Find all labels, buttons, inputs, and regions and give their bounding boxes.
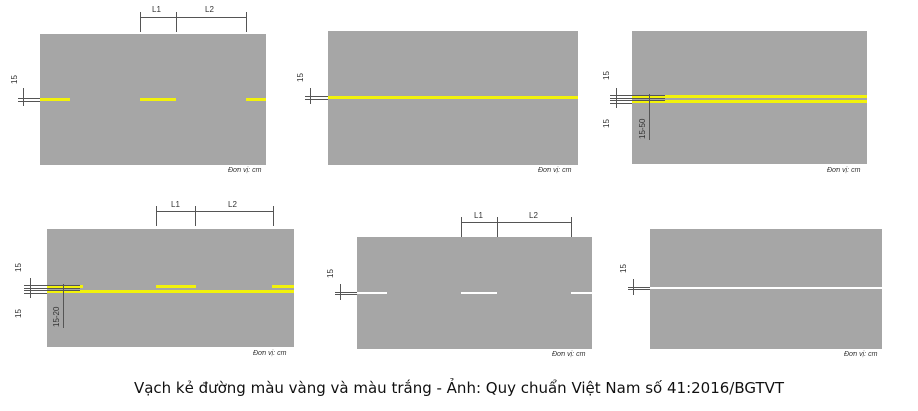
dimension-line xyxy=(18,98,40,99)
dimension-tick xyxy=(649,94,650,140)
dimension-label-width-bottom: 15 xyxy=(602,119,611,128)
dimension-tick xyxy=(156,206,157,226)
dimension-tick xyxy=(246,12,247,32)
dimension-label-width-bottom: 15 xyxy=(14,309,23,318)
white-dash xyxy=(461,292,497,294)
dimension-line xyxy=(628,287,650,288)
dimension-tick xyxy=(30,278,31,298)
yellow-dash xyxy=(246,98,266,101)
dimension-label-width: 15 xyxy=(10,75,19,84)
dimension-line xyxy=(156,211,273,212)
dimension-tick xyxy=(195,206,196,226)
figure-caption: Vạch kẻ đường màu vàng và màu trắng - Ản… xyxy=(133,379,785,397)
yellow-solid-line-top xyxy=(632,95,867,98)
unit-note: Đơn vị: cm xyxy=(827,167,861,174)
dimension-label-width: 15 xyxy=(619,264,628,273)
dimension-tick xyxy=(461,217,462,237)
dimension-line xyxy=(335,294,357,295)
dimension-tick xyxy=(616,88,617,108)
white-dash xyxy=(571,292,592,294)
dimension-line xyxy=(610,100,665,101)
yellow-dash xyxy=(156,285,196,288)
dimension-line xyxy=(305,96,328,97)
yellow-dash xyxy=(140,98,176,101)
unit-note: Đơn vị: cm xyxy=(538,167,572,174)
dimension-line xyxy=(24,285,80,286)
yellow-solid-line-bottom xyxy=(632,100,867,103)
yellow-solid-line xyxy=(47,290,294,293)
dimension-label-l1: L1 xyxy=(171,200,180,209)
dimension-label-l1: L1 xyxy=(152,5,161,14)
dimension-label-l2: L2 xyxy=(228,200,237,209)
dimension-tick xyxy=(63,284,64,328)
dimension-tick xyxy=(340,284,341,300)
dimension-tick xyxy=(23,88,24,106)
dimension-label-l2: L2 xyxy=(529,211,538,220)
dimension-label-gap: 15-50 xyxy=(638,118,647,139)
road-surface xyxy=(47,229,294,347)
dimension-line xyxy=(305,99,328,100)
unit-note: Đơn vị: cm xyxy=(844,351,878,358)
unit-note: Đơn vị: cm xyxy=(552,351,586,358)
dimension-tick xyxy=(176,12,177,32)
dimension-line xyxy=(24,290,80,291)
dimension-line xyxy=(18,101,40,102)
dimension-line xyxy=(140,17,246,18)
dimension-tick xyxy=(310,88,311,104)
dimension-line xyxy=(610,103,632,104)
dimension-line xyxy=(628,289,650,290)
road-surface xyxy=(650,229,882,349)
dimension-label-gap: 15-20 xyxy=(52,306,61,327)
dimension-label-width-top: 15 xyxy=(14,263,23,272)
dimension-line xyxy=(461,222,572,223)
dimension-label-l2: L2 xyxy=(205,5,214,14)
yellow-dash xyxy=(47,285,83,288)
dimension-label-width-top: 15 xyxy=(602,71,611,80)
dimension-tick xyxy=(273,206,274,226)
dimension-label-width: 15 xyxy=(296,73,305,82)
yellow-dash xyxy=(272,285,294,288)
unit-note: Đơn vị: cm xyxy=(228,167,262,174)
white-dash xyxy=(357,292,387,294)
dimension-tick xyxy=(140,12,141,32)
dimension-label-width: 15 xyxy=(326,269,335,278)
dimension-tick xyxy=(633,279,634,295)
dimension-tick xyxy=(571,217,572,237)
yellow-solid-line xyxy=(328,96,578,99)
dimension-tick xyxy=(497,217,498,237)
dimension-line xyxy=(610,95,665,96)
white-solid-line xyxy=(650,287,882,289)
dimension-line xyxy=(24,293,47,294)
unit-note: Đơn vị: cm xyxy=(253,350,287,357)
dimension-line xyxy=(610,98,665,99)
yellow-dash xyxy=(40,98,70,101)
dimension-line xyxy=(24,288,80,289)
dimension-line xyxy=(335,292,357,293)
dimension-label-l1: L1 xyxy=(474,211,483,220)
